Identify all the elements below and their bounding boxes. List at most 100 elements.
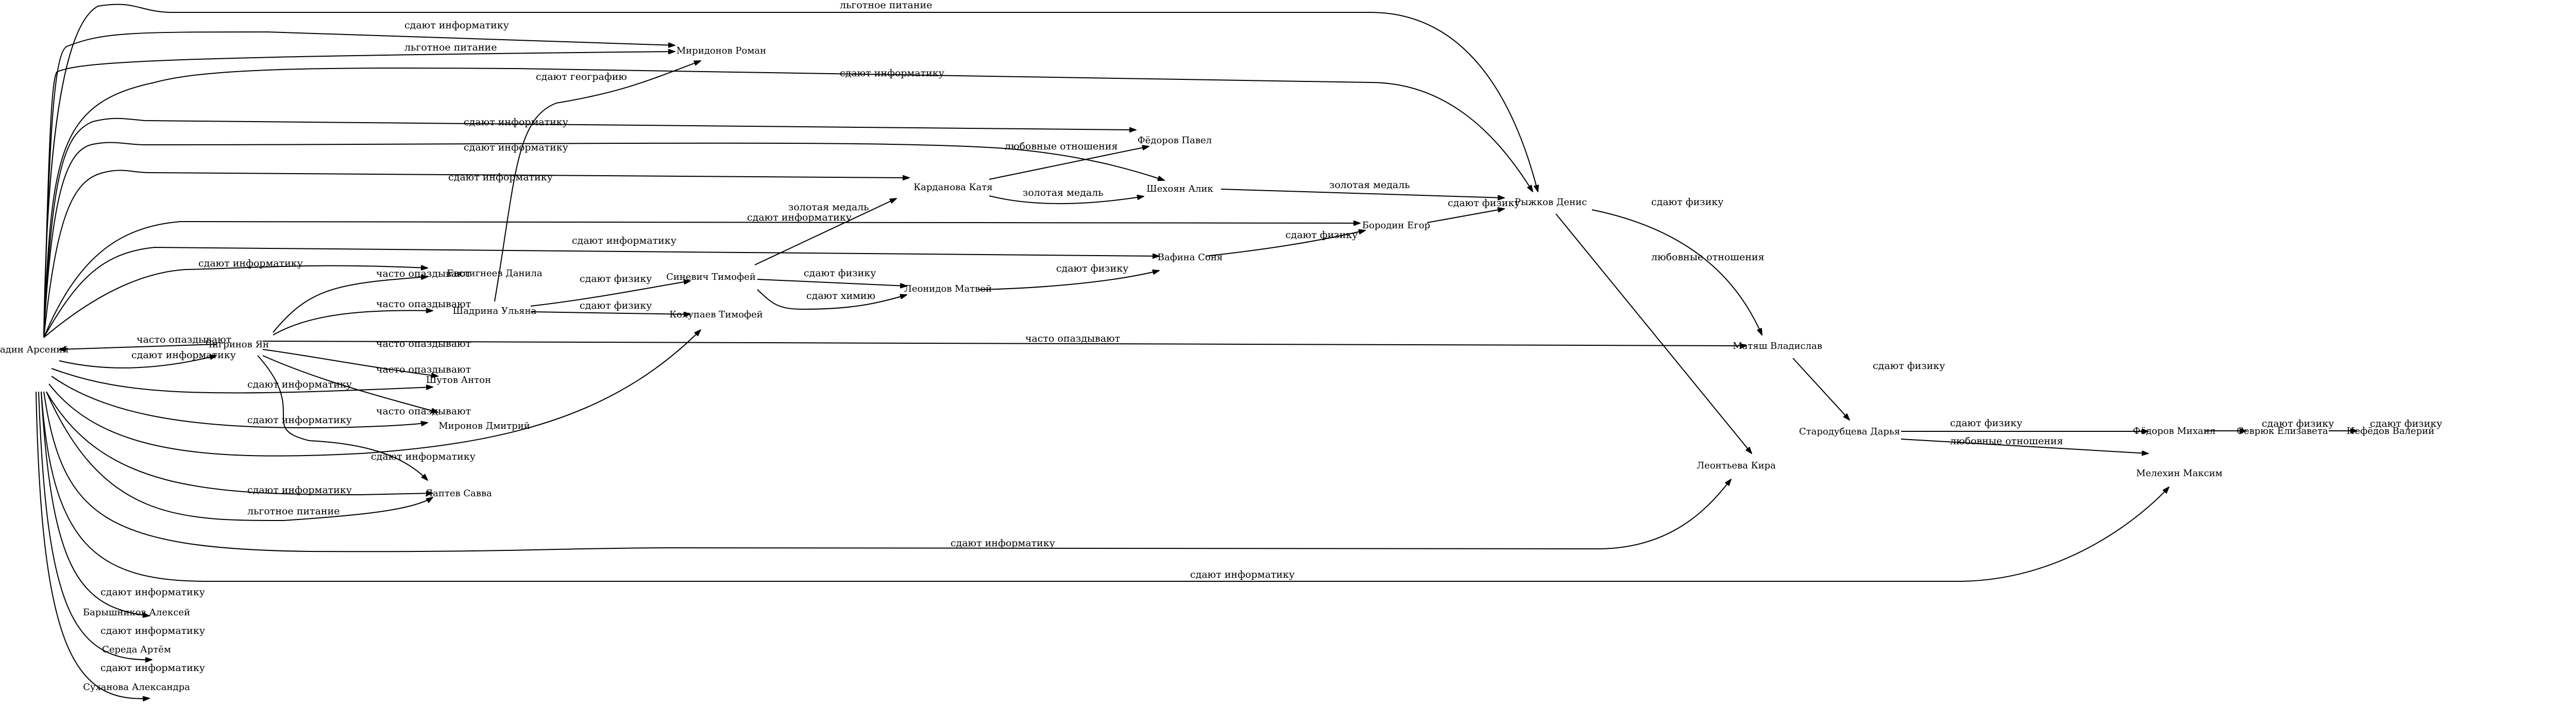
edge-label: часто опаздывают bbox=[376, 364, 471, 375]
edge-label: сдают информатику bbox=[464, 116, 568, 128]
edge-label: сдают информатику bbox=[100, 625, 205, 636]
edge-label: сдают информатику bbox=[951, 538, 1055, 549]
edge-label: часто опаздывают bbox=[376, 406, 471, 417]
edge-vafina-to-borodin bbox=[1205, 230, 1365, 257]
node-vafina[interactable]: Вафина Соня bbox=[1158, 252, 1223, 263]
edge-label: любовные отношения bbox=[1950, 435, 2063, 447]
node-miridonov[interactable]: Миридонов Роман bbox=[676, 45, 766, 56]
edge-label: золотая медаль bbox=[1329, 179, 1410, 191]
edge-line bbox=[43, 170, 909, 338]
edge-label: сдают физику bbox=[1950, 417, 2022, 429]
node-leontieva[interactable]: Леонтьева Кира bbox=[1697, 460, 1776, 471]
node-sevryuk[interactable]: Севрюк Елизавета bbox=[2236, 426, 2328, 437]
edge-label: льготное питание bbox=[247, 506, 340, 517]
node-label: Лаптев Савва bbox=[425, 488, 492, 499]
edge-label: сдают химию bbox=[806, 290, 875, 301]
edge-badin-to-mironov bbox=[51, 376, 428, 429]
node-label: Колупаев Тимофей bbox=[669, 309, 763, 320]
node-sinevich[interactable]: Синевич Тимофей bbox=[666, 272, 756, 282]
edge-labels-layer: льготное питание сдают информатику льготно… bbox=[100, 0, 2442, 674]
node-nefedov[interactable]: Нефёдов Валерий bbox=[2347, 426, 2434, 437]
node-laptev[interactable]: Лаптев Савва bbox=[425, 488, 492, 499]
edge-line bbox=[273, 277, 428, 333]
edge-label: сдают информатику bbox=[100, 586, 205, 598]
edge-line bbox=[46, 391, 433, 495]
node-matyash[interactable]: Матяш Владислав bbox=[1733, 341, 1822, 351]
edge-line bbox=[1221, 189, 1504, 198]
edge-line bbox=[43, 222, 1360, 338]
edge-sinevich-to-leonidov bbox=[757, 289, 907, 310]
node-shutov[interactable]: Шутов Антон bbox=[426, 375, 491, 385]
node-label: Мелехин Максим bbox=[2136, 468, 2223, 479]
edge-line bbox=[1555, 213, 1752, 454]
edge-line bbox=[257, 355, 428, 480]
node-kardanova[interactable]: Карданова Катя bbox=[913, 182, 992, 193]
node-label: Матяш Владислав bbox=[1733, 341, 1822, 351]
edge-label: золотая медаль bbox=[1023, 187, 1104, 198]
node-mironov[interactable]: Миронов Дмитрий bbox=[438, 421, 530, 431]
edge-label: любовные отношения bbox=[1651, 251, 1765, 263]
edge-chigrinov-to-matyash bbox=[262, 339, 1747, 346]
node-label: Леонидов Матвей bbox=[904, 283, 992, 294]
edge-line bbox=[273, 311, 433, 335]
edge-line bbox=[757, 289, 907, 310]
node-chigrinov[interactable]: Чигринов Ян bbox=[205, 339, 269, 350]
edge-line bbox=[262, 339, 1747, 346]
edge-line bbox=[43, 266, 428, 338]
edge-chigrinov-to-badin bbox=[59, 344, 217, 349]
edge-badin-to-shekhoyan bbox=[43, 142, 1164, 338]
edge-badin-to-laptev bbox=[46, 391, 433, 522]
edge-label: сдают информатику bbox=[464, 142, 568, 153]
edge-line bbox=[43, 68, 1533, 338]
edge-label: сдают информатику bbox=[448, 172, 553, 183]
node-leonidov[interactable]: Леонидов Матвей bbox=[904, 283, 992, 294]
edge-leonidov-to-vafina bbox=[978, 271, 1159, 290]
node-label: Миронов Дмитрий bbox=[438, 421, 530, 431]
node-label: Леонтьева Кира bbox=[1697, 460, 1776, 471]
node-melekhin[interactable]: Мелехин Максим bbox=[2136, 468, 2223, 479]
edge-shekhoyan-to-ryzhkov bbox=[1221, 189, 1504, 198]
edge-ryzhkov-to-leontieva bbox=[1555, 213, 1752, 454]
node-ryzhkov[interactable]: Рыжков Денис bbox=[1515, 197, 1587, 208]
edge-line bbox=[262, 355, 438, 412]
node-fedorov_p[interactable]: Фёдоров Павел bbox=[1138, 135, 1212, 146]
node-sukhanova[interactable]: Суханова Александра bbox=[83, 682, 190, 693]
node-shekhoyan[interactable]: Шехоян Алик bbox=[1146, 183, 1213, 194]
edge-shadrina-to-miridonov bbox=[494, 60, 701, 302]
edge-label: сдают физику bbox=[580, 300, 652, 311]
node-starodubtseva[interactable]: Стародубцева Дарья bbox=[1799, 426, 1900, 437]
node-label: Рыжков Денис bbox=[1515, 197, 1587, 208]
edge-label: сдают географию bbox=[536, 71, 627, 82]
edge-label: льготное питание bbox=[840, 0, 932, 11]
edge-label: любовные отношения bbox=[1005, 141, 1118, 152]
edge-line bbox=[1427, 209, 1504, 223]
edge-label: часто опаздывают bbox=[376, 298, 471, 310]
node-borodin[interactable]: Бородин Егор bbox=[1362, 220, 1430, 231]
node-label: Бадин Арсений bbox=[0, 344, 69, 355]
node-fedorov_m[interactable]: Фёдоров Михаил bbox=[2133, 426, 2215, 437]
edge-line bbox=[989, 196, 1144, 205]
node-shadrina[interactable]: Шадрина Ульяна bbox=[453, 306, 537, 316]
node-baryshnikov[interactable]: Барышников Алексей bbox=[83, 607, 190, 618]
edge-label: сдают физику bbox=[804, 267, 876, 279]
edge-chigrinov-to-shutov bbox=[262, 349, 438, 376]
node-badin[interactable]: Бадин Арсений bbox=[0, 344, 69, 355]
node-kolupaev[interactable]: Колупаев Тимофей bbox=[669, 309, 763, 320]
edge-chigrinov-to-mironov bbox=[262, 355, 438, 412]
edge-label: сдают информатику bbox=[247, 379, 352, 390]
edge-label: сдают информатику bbox=[840, 68, 944, 79]
edge-label: сдают информатику bbox=[404, 20, 509, 31]
node-label: Барышников Алексей bbox=[83, 607, 190, 618]
edge-line bbox=[530, 311, 690, 314]
node-sereda[interactable]: Середа Артём bbox=[102, 644, 171, 655]
edge-line bbox=[1792, 358, 1850, 420]
edge-line bbox=[41, 391, 2169, 582]
node-label: Бородин Егор bbox=[1362, 220, 1430, 231]
node-evstigneev[interactable]: Евстигнеев Данила bbox=[447, 268, 543, 279]
node-label: Вафина Соня bbox=[1158, 252, 1223, 263]
edge-label: сдают информатику bbox=[100, 662, 205, 674]
edge-sinevich-to-kardanova bbox=[754, 198, 896, 265]
edge-line bbox=[494, 60, 701, 302]
edge-line bbox=[978, 271, 1159, 290]
